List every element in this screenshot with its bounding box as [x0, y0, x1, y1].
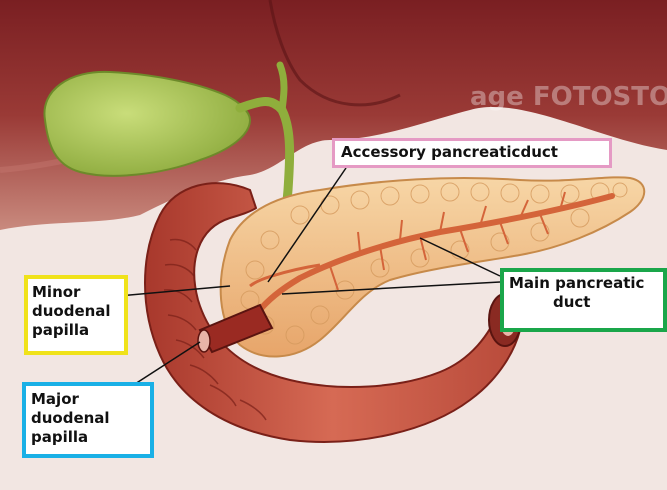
- accessory-label-line1: Accessory pancreaticduct: [341, 143, 603, 162]
- main-label-line2: duct: [509, 293, 658, 312]
- minor-label-line2: duodenal: [32, 302, 120, 321]
- main-pancreatic-duct-label: Main pancreatic duct: [500, 268, 667, 332]
- main-label-line1: Main pancreatic: [509, 274, 658, 293]
- major-duodenal-papilla-label: Major duodenal papilla: [22, 382, 154, 458]
- watermark: age FOTOSTOCK: [470, 82, 667, 112]
- major-label-line2: duodenal: [31, 409, 145, 428]
- major-papilla: [198, 330, 210, 352]
- minor-label-line1: Minor: [32, 283, 120, 302]
- accessory-pancreatic-duct-label: Accessory pancreaticduct: [332, 138, 612, 168]
- minor-label-line3: papilla: [32, 321, 120, 340]
- major-label-line3: papilla: [31, 428, 145, 447]
- minor-duodenal-papilla-label: Minor duodenal papilla: [24, 275, 128, 355]
- hepatic-duct: [280, 65, 284, 110]
- major-label-line1: Major: [31, 390, 145, 409]
